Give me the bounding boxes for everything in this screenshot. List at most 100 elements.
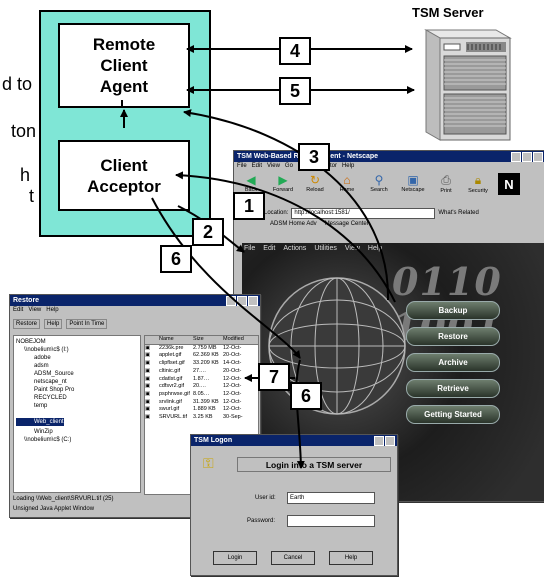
bookmark-item[interactable]: Message Center	[324, 221, 369, 227]
login-button[interactable]: Login	[213, 551, 257, 565]
checkbox-icon: ▣	[145, 383, 151, 390]
applet-menu-help[interactable]: Help	[367, 245, 383, 252]
window-controls[interactable]	[511, 152, 543, 162]
menu-help[interactable]: Help	[341, 163, 355, 169]
security-button[interactable]: 🔒︎Security	[468, 173, 488, 194]
column-size[interactable]: Size	[193, 336, 204, 342]
menu-help[interactable]: Help	[46, 307, 59, 313]
tree-item[interactable]: adobe	[34, 355, 51, 361]
tree-item[interactable]: NOBEJOM	[16, 339, 46, 345]
menu-view[interactable]: View	[28, 307, 42, 313]
checkbox-icon: ▣	[145, 414, 151, 421]
retrieve-button[interactable]: Retrieve	[406, 379, 500, 398]
help-toolbar-button[interactable]: Help	[44, 319, 63, 329]
menu-file[interactable]: File	[237, 163, 247, 169]
help-button[interactable]: Help	[329, 551, 373, 565]
applet-menu-view[interactable]: View	[344, 245, 360, 252]
tree-item[interactable]: \\nobelium\c$ (I:)	[24, 347, 69, 353]
window-controls[interactable]	[374, 436, 395, 446]
password-input[interactable]	[287, 515, 375, 527]
step-1-label: 1	[233, 192, 265, 220]
tree-pane: NOBEJOM \\nobelium\c$ (I:) adobe adsm AD…	[13, 335, 141, 493]
menu-edit[interactable]: Edit	[251, 163, 263, 169]
applet-menu-edit[interactable]: Edit	[263, 245, 276, 252]
bookmark-item[interactable]: ADSM Home Adv	[270, 221, 317, 227]
agent-label-line: Remote	[92, 35, 156, 54]
fragment-text: d to	[2, 74, 33, 94]
password-label: Password:	[247, 518, 276, 524]
applet-menubar: File Edit Actions Utilities View Help	[244, 245, 382, 252]
applet-warning: Unsigned Java Applet Window	[13, 506, 95, 512]
fragment-text: ton	[11, 121, 37, 141]
tree-item-selected[interactable]: Web_client	[16, 418, 64, 426]
search-button[interactable]: ⚲Search	[370, 173, 388, 193]
back-button[interactable]: ◀Back	[244, 173, 258, 193]
tree-item[interactable]: RECYCLED	[34, 395, 67, 401]
tree-item[interactable]: \\nobelium\c$ (C:)	[24, 437, 72, 443]
step-6-label: 5	[279, 77, 311, 105]
applet-menu-file[interactable]: File	[244, 245, 256, 252]
whats-related-link[interactable]: What's Related	[438, 210, 479, 216]
server-tower-icon	[418, 24, 514, 142]
tree-item[interactable]: adsm	[34, 363, 49, 369]
archive-button[interactable]: Archive	[406, 353, 500, 372]
menu-view[interactable]: View	[267, 163, 280, 169]
home-button[interactable]: ⌂Home	[339, 173, 355, 193]
forward-button[interactable]: ▶Forward	[272, 173, 294, 193]
tree-item[interactable]: WinZip	[34, 429, 53, 435]
checkbox-icon: ▣	[145, 406, 151, 413]
checkbox-icon: ▣	[145, 367, 151, 374]
agent-label-line: Agent	[99, 77, 149, 96]
status-bar: Loading \\Web_client\SRVURL.tif (25)	[13, 496, 114, 502]
column-name[interactable]: Name	[159, 336, 174, 342]
tsm-server-label: TSM Server	[412, 5, 484, 20]
key-icon: ⚿	[203, 455, 214, 471]
applet-menu-utilities[interactable]: Utilities	[314, 245, 337, 252]
getting-started-button[interactable]: Getting Started	[406, 405, 500, 424]
reload-button[interactable]: ↻Reload	[306, 173, 324, 193]
tree-item[interactable]: Paint Shop Pro	[34, 387, 75, 393]
agent-label-line: Client	[100, 56, 148, 75]
restore-title: Restore	[10, 295, 260, 306]
user-id-input[interactable]: Earth	[287, 492, 375, 504]
remote-client-agent-box: Remote Client Agent	[58, 23, 190, 108]
menu-edit[interactable]: Edit	[13, 307, 24, 313]
login-dialog: TSM Logon ⚿ Login into a TSM server User…	[190, 434, 398, 576]
step-5-label: 6	[290, 382, 322, 410]
arrow-5	[295, 359, 305, 469]
step-3-label: 3	[298, 143, 330, 171]
restore-button[interactable]: Restore	[406, 327, 500, 346]
arrow-3	[183, 109, 390, 301]
print-button[interactable]: ⎙Print	[440, 173, 452, 194]
restore-toolbar-button[interactable]: Restore	[13, 319, 41, 329]
cancel-button[interactable]: Cancel	[271, 551, 315, 565]
tree-item[interactable]: netscape_nt	[34, 379, 67, 385]
tree-item[interactable]: temp	[34, 403, 48, 409]
checkbox-icon: ▣	[145, 352, 151, 359]
checkbox-icon: ▣	[145, 390, 151, 397]
backup-button[interactable]: Backup	[406, 301, 500, 320]
point-in-time-button[interactable]: Point In Time	[66, 319, 108, 329]
restore-menubar: Edit View Help	[10, 306, 260, 314]
column-modified[interactable]: Modified	[223, 336, 244, 342]
step-7-label: 7	[258, 363, 290, 391]
acceptor-label-line: Client	[100, 155, 148, 175]
tree-item[interactable]: ADSM_Source	[34, 371, 74, 377]
fragment-text: h	[20, 165, 31, 185]
browser-toolbar: ◀Back ▶Forward ↻Reload ⌂Home ⚲Search ▣Ne…	[234, 173, 544, 203]
menu-go[interactable]: Go	[284, 163, 293, 169]
location-label: Location:	[264, 210, 289, 216]
netscape-button[interactable]: ▣Netscape	[401, 173, 425, 193]
file-list-header: Name Size Modified	[145, 336, 258, 345]
applet-menu-actions[interactable]: Actions	[283, 245, 307, 252]
